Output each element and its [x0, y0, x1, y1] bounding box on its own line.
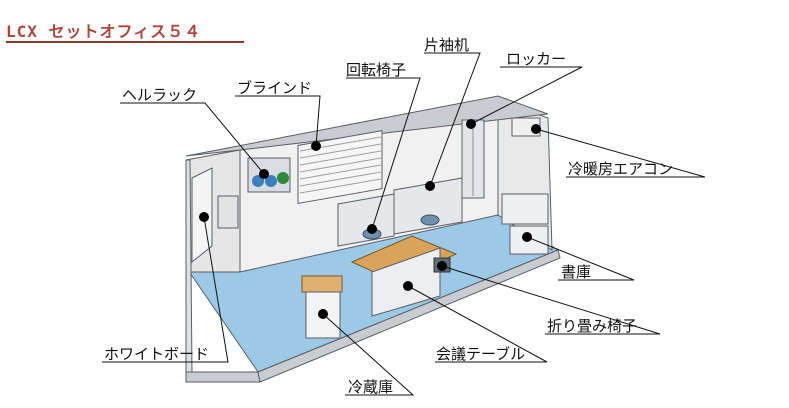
wall-cabinet	[217, 195, 239, 229]
leader-lines	[102, 52, 706, 396]
label-swivel-chair: 回転椅子	[346, 61, 407, 79]
label-whiteboard: ホワイトボード	[104, 345, 210, 363]
dot-aircon	[531, 124, 541, 134]
leader-bookcase	[526, 236, 635, 281]
dot-bookcase	[522, 232, 532, 242]
label-locker: ロッカー	[506, 50, 567, 68]
leader-blind	[235, 95, 321, 147]
leader-meeting-table	[407, 285, 548, 363]
label-meeting-table: 会議テーブル	[436, 345, 526, 363]
leader-folding-chair	[441, 265, 661, 335]
leader-single-desk	[424, 52, 481, 187]
label-folding-chair: 折り畳み椅子	[547, 317, 638, 335]
dot-swivel-chair	[367, 224, 377, 234]
helmet-3	[277, 172, 289, 184]
dot-locker	[466, 119, 476, 129]
base-frame-side	[257, 249, 561, 383]
label-single-desk: 片袖机	[424, 36, 470, 54]
dot-single-desk	[425, 181, 435, 191]
bookcase-upper	[501, 193, 549, 225]
dot-whiteboard	[199, 212, 209, 222]
dot-fridge	[318, 309, 328, 319]
helmet-2	[265, 175, 277, 187]
label-bookcase: 書庫	[561, 263, 592, 281]
leader-fridge	[322, 313, 415, 396]
diagram-title: LCX セットオフィス５４	[6, 22, 202, 41]
label-helmet-rack: ヘルラック	[122, 86, 198, 104]
dot-blind	[311, 141, 321, 151]
leader-aircon	[535, 128, 706, 178]
marker-dots	[199, 119, 541, 319]
label-aircon: 冷暖房エアコン	[568, 160, 674, 178]
single-desk-right	[393, 177, 463, 235]
top-frame	[185, 95, 549, 157]
fridge-top	[301, 275, 343, 293]
dot-helmet-rack	[259, 169, 269, 179]
leader-locker	[470, 66, 583, 125]
leader-helmet-rack	[120, 102, 265, 175]
leader-whiteboard	[102, 216, 229, 363]
base-frame-front	[185, 371, 261, 383]
dot-folding-chair	[437, 261, 447, 271]
label-blind: ブラインド	[237, 79, 313, 97]
label-fridge: 冷蔵庫	[348, 378, 394, 396]
leader-swivel-chair	[346, 77, 421, 230]
swivel-chair-2	[420, 214, 440, 226]
dot-meeting-table	[403, 281, 413, 291]
title-underline	[6, 41, 244, 43]
